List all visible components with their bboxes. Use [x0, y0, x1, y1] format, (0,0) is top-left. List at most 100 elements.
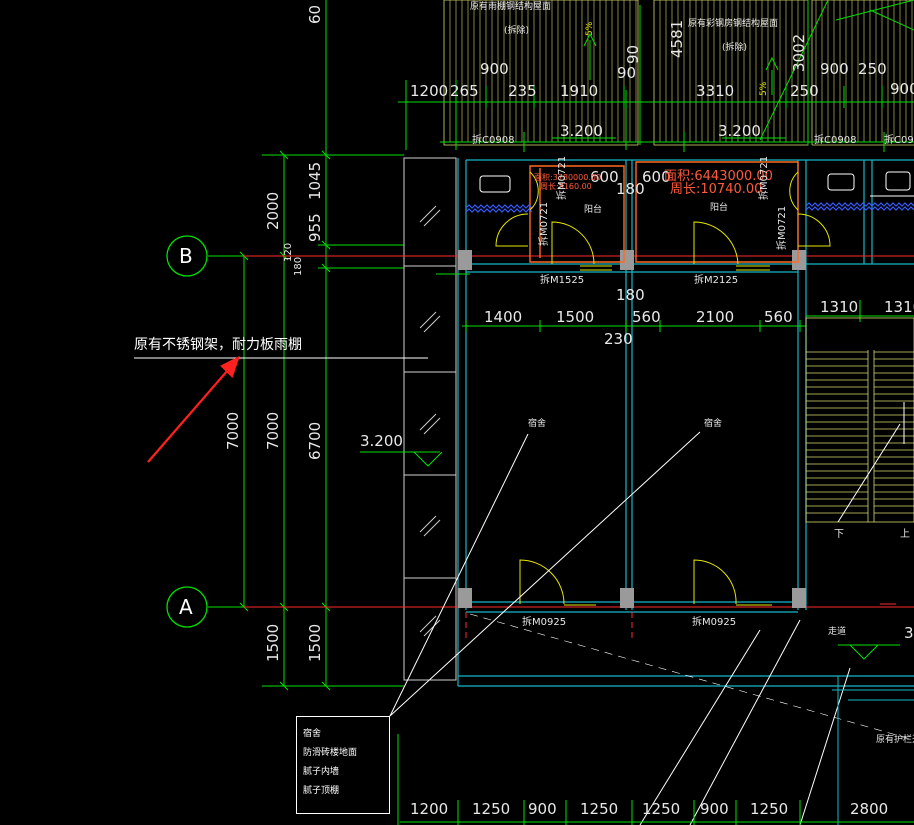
stairs: [805, 317, 914, 523]
dim-bottom-1200: 1200: [410, 800, 449, 818]
dim-180b: 180: [616, 286, 645, 304]
fixtures: [479, 171, 914, 197]
dim-top-1200: 1200: [410, 82, 449, 100]
dim-left-1500a: 1500: [264, 623, 282, 662]
elev-1: 3.200: [560, 122, 603, 140]
dim-top-90b: 90: [624, 44, 642, 64]
dim-left-7000a: 7000: [224, 411, 242, 450]
dim-left-180: 180: [293, 256, 304, 276]
dim-mid-1310b: 1310: [884, 298, 914, 316]
dim-top-90a: 90: [617, 64, 637, 82]
railing-note: 原有护栏开: [876, 735, 914, 745]
door-m0721-1: 拆M0721: [557, 155, 568, 200]
door-m1525: 拆M1525: [540, 275, 585, 286]
dim-top-250a: 250: [790, 82, 819, 100]
elev-3: 3.200: [360, 432, 403, 450]
legend-item: 腻子内墙: [303, 767, 340, 777]
window-c09-3: 拆C09: [884, 135, 914, 146]
dim-left-6700: 6700: [306, 421, 324, 460]
dim-180a: 180: [616, 180, 645, 198]
red-ticks: [465, 603, 896, 640]
dim-left-2000: 2000: [264, 191, 282, 230]
roof-old-color-label: 原有彩钢房钢结构屋面: [688, 19, 779, 29]
leader-lines: [134, 357, 851, 825]
elev-4: 3: [904, 624, 914, 642]
corridor-label: 走道: [828, 627, 847, 637]
slope-arrows: [583, 32, 779, 150]
dim-top-250b: 250: [858, 60, 887, 78]
legend-item: 宿舍: [303, 729, 322, 739]
red-arrow: [147, 355, 240, 463]
axis-a-bubble: [166, 586, 208, 628]
dim-left-7000b: 7000: [264, 411, 282, 450]
room-dorm-2: 宿舍: [704, 419, 723, 429]
dim-600b: 600: [642, 168, 671, 186]
dashed-guide: [469, 613, 914, 741]
stair-up-label: 上: [900, 529, 910, 540]
dim-mid-560b: 560: [764, 308, 793, 326]
elevation-marks: [360, 451, 900, 660]
dim-left-60: 60: [306, 4, 324, 24]
canopy-strip: [403, 157, 457, 681]
dim-mid-1500: 1500: [556, 308, 595, 326]
stair-down-label: 下: [834, 529, 844, 540]
legend-item: 腻子顶棚: [303, 786, 340, 796]
dim-bottom-2800: 2800: [850, 800, 889, 818]
railing: [832, 676, 914, 825]
stair-arrow: [837, 402, 905, 523]
dim-top-900c: 900: [890, 80, 914, 98]
dim-bottom-1250a: 1250: [472, 800, 511, 818]
room-balcony-2: 阳台: [710, 203, 729, 213]
axis-a-label: A: [179, 595, 193, 619]
door-m2125: 拆M2125: [694, 275, 739, 286]
dim-600a: 600: [590, 168, 619, 186]
door-m0925-2: 拆M0925: [692, 617, 737, 628]
dim-left-955: 955: [306, 213, 324, 242]
dim-mid-230: 230: [604, 330, 633, 348]
dim-mid-1400: 1400: [484, 308, 523, 326]
window-c0908-2: 拆C0908: [814, 135, 857, 146]
dim-top-900a: 900: [480, 60, 509, 78]
dim-bottom-1250d: 1250: [750, 800, 789, 818]
door-m0721-4: 拆M0721: [777, 205, 788, 250]
dim-top-900b: 900: [820, 60, 849, 78]
roof-stripes: [449, 0, 913, 142]
doors: [495, 171, 831, 606]
room-dorm-1: 宿舍: [528, 419, 547, 429]
door-m0721-2: 拆M0721: [539, 201, 550, 246]
slope-2-label: 5%: [759, 81, 769, 96]
dim-top-4581: 4581: [668, 19, 686, 58]
axis-b-bubble: [166, 235, 208, 277]
columns: [458, 250, 806, 608]
dim-top-1910: 1910: [560, 82, 599, 100]
area-label-small: 面积:3780000.00: [534, 173, 602, 182]
dim-mid-2100: 2100: [696, 308, 735, 326]
perimeter-label: 周长:10740.00: [670, 182, 763, 197]
dim-left-1045: 1045: [306, 161, 324, 200]
roof-old-rain-label: 原有雨棚钢结构屋面: [470, 2, 552, 12]
balcony-outlines: [529, 161, 799, 263]
roof-old-rain-note: (拆除): [504, 26, 530, 36]
door-m0721-3: 拆M0721: [759, 155, 770, 200]
room-balcony-1: 阳台: [584, 205, 603, 215]
waterproof-lines: [465, 202, 914, 213]
window-c0908-1: 拆C0908: [472, 135, 515, 146]
perimeter-label-small: 周长:8160.00: [540, 182, 592, 191]
dim-top-3002: 3002: [790, 33, 808, 72]
axis-b-label: B: [179, 244, 193, 268]
area-label: 面积:6443000.00: [664, 169, 773, 184]
canopy-note: 原有不锈钢架，耐力板雨棚: [134, 337, 302, 353]
dim-bottom-900a: 900: [528, 800, 557, 818]
dim-bottom-1250c: 1250: [642, 800, 681, 818]
dim-bottom-900b: 900: [700, 800, 729, 818]
elev-2: 3.200: [718, 122, 761, 140]
legend-item: 防滑砖楼地面: [303, 748, 358, 758]
dim-top-235: 235: [508, 82, 537, 100]
dim-mid-1310a: 1310: [820, 298, 859, 316]
door-m0925-1: 拆M0925: [522, 617, 567, 628]
dim-top-265: 265: [450, 82, 479, 100]
dim-bottom-1250b: 1250: [580, 800, 619, 818]
slope-1-label: 5%: [585, 21, 595, 36]
dim-top-3310: 3310: [696, 82, 735, 100]
